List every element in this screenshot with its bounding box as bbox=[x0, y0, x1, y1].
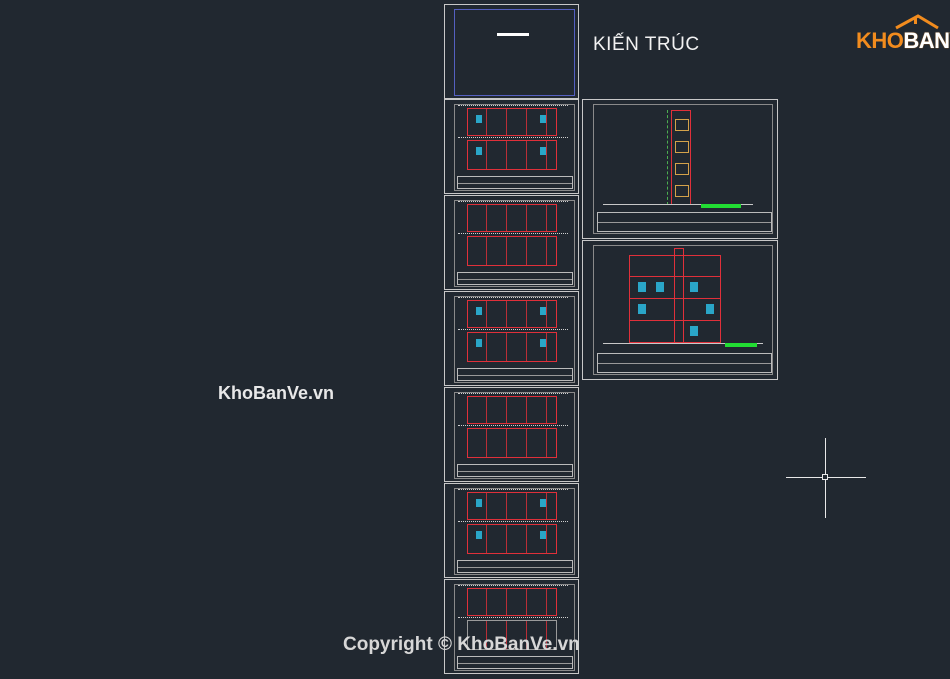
floor-plan-sheet[interactable] bbox=[444, 387, 579, 482]
elevation-sheet[interactable] bbox=[582, 99, 778, 239]
sheet-title-block bbox=[457, 656, 573, 669]
floor-plan-sheet[interactable] bbox=[444, 195, 579, 290]
sheet-title-block bbox=[457, 176, 573, 189]
sheet-title-block bbox=[457, 368, 573, 381]
roof-plan-sheet[interactable] bbox=[444, 579, 579, 674]
copyright-text: Copyright © KhoBanVe.vn bbox=[343, 634, 580, 655]
sheet-title-block bbox=[457, 272, 573, 285]
plan-drawing bbox=[458, 329, 568, 362]
plan-drawing bbox=[458, 489, 568, 520]
plan-drawing bbox=[458, 201, 568, 232]
elevation-building bbox=[671, 110, 691, 205]
logo-part-banve: BANVE bbox=[903, 28, 950, 53]
cover-title-bar bbox=[497, 33, 529, 36]
plan-drawing bbox=[458, 105, 568, 136]
khobanve-logo: KHOBANVE bbox=[852, 14, 950, 54]
section-scale-bar bbox=[725, 343, 757, 347]
floor-plan-sheet[interactable] bbox=[444, 483, 579, 578]
section-title-block bbox=[597, 353, 772, 373]
elevation-level-markers bbox=[659, 110, 668, 205]
cover-sheet[interactable] bbox=[444, 4, 579, 99]
sheet-title-block bbox=[457, 560, 573, 573]
floor-plan-sheet[interactable] bbox=[444, 99, 579, 194]
floor-plan-sheet[interactable] bbox=[444, 291, 579, 386]
watermark-text: KhoBanVe.vn bbox=[218, 383, 335, 403]
house-logo-icon bbox=[895, 14, 939, 30]
elevation-scale-bar bbox=[701, 204, 741, 208]
section-building bbox=[629, 248, 721, 344]
plan-drawing bbox=[458, 617, 568, 650]
plan-drawing bbox=[458, 233, 568, 266]
plan-drawing bbox=[458, 137, 568, 170]
plan-drawing bbox=[458, 521, 568, 554]
section-sheet[interactable] bbox=[582, 240, 778, 380]
plan-drawing bbox=[458, 585, 568, 616]
plan-drawing bbox=[458, 297, 568, 328]
crosshair-cursor-icon[interactable] bbox=[786, 438, 866, 518]
plan-drawing bbox=[458, 425, 568, 458]
plan-drawing bbox=[458, 393, 568, 424]
elevation-title-block bbox=[597, 212, 772, 232]
sheet-title-block bbox=[457, 464, 573, 477]
section-title: KIẾN TRÚC bbox=[593, 34, 700, 55]
logo-part-kho: KHO bbox=[856, 28, 904, 53]
